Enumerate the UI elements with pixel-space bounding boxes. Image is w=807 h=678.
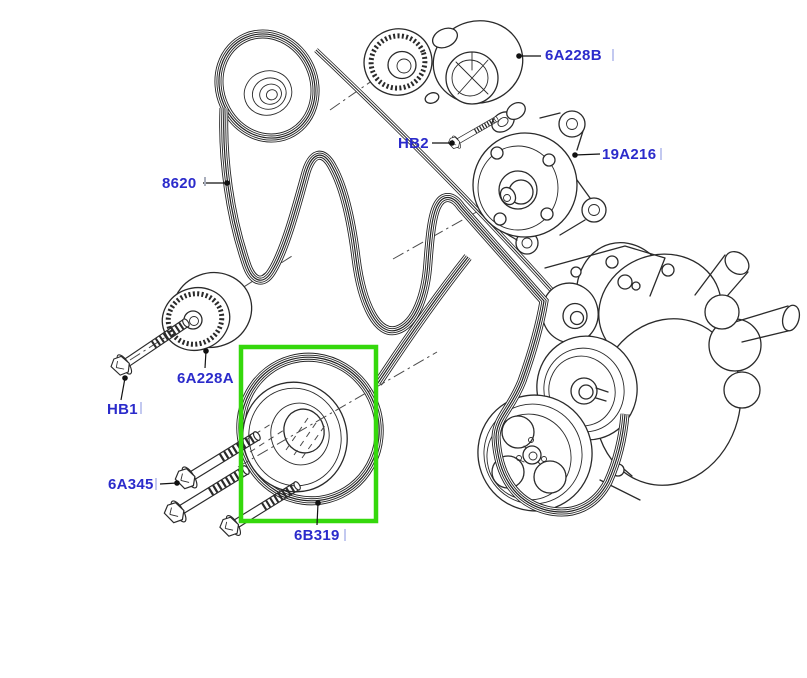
label-tick <box>155 478 157 490</box>
belt-top-loop <box>203 18 332 153</box>
part-label-pulley-bracket[interactable]: 19A216 <box>602 146 657 163</box>
pulley-bracket-assembly <box>446 101 607 255</box>
part-label-belt[interactable]: 8620 <box>162 175 197 192</box>
label-tick <box>140 402 142 414</box>
crank-pulley <box>225 342 396 517</box>
part-label-idler-pulley[interactable]: 6A228A <box>177 370 234 387</box>
label-tick <box>660 148 662 160</box>
label-tick <box>612 49 614 61</box>
pump-pipes <box>694 251 801 343</box>
part-label-pulley-bolts[interactable]: 6A345 <box>108 476 154 493</box>
crank-axis <box>237 351 438 468</box>
label-tick <box>344 529 346 541</box>
idler-pulley-assembly <box>108 271 253 381</box>
part-label-idler-bolt[interactable]: HB1 <box>107 401 138 418</box>
part-label-crank-pulley[interactable]: 6B319 <box>294 527 340 544</box>
tensioner-assembly <box>363 20 524 105</box>
label-tick <box>204 177 206 186</box>
part-label-tensioner-bolt[interactable]: HB2 <box>398 135 429 152</box>
leader-lines <box>120 53 601 526</box>
pump-bracket <box>544 245 675 297</box>
highlight-box <box>238 344 379 524</box>
part-label-tensioner[interactable]: 6A228B <box>545 47 602 64</box>
